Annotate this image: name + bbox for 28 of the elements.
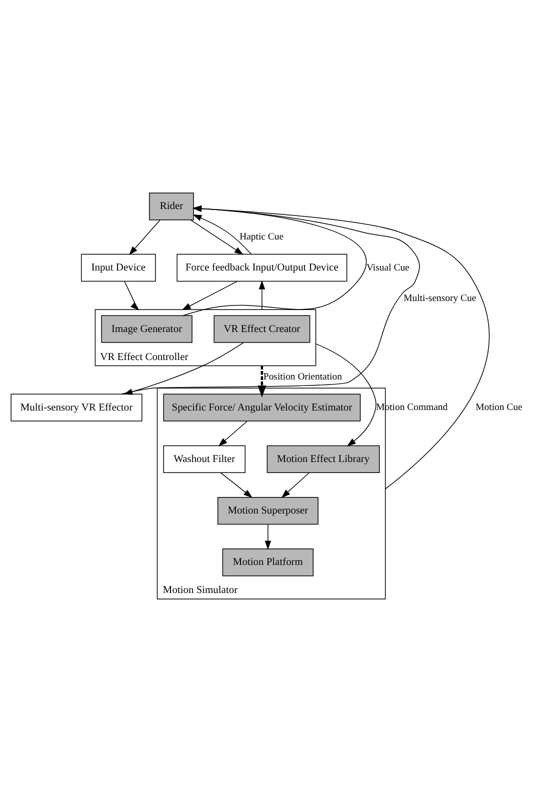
arrow <box>218 420 248 446</box>
arrow <box>220 472 253 498</box>
arrow <box>258 365 266 398</box>
node-box: Image Generator <box>101 314 192 342</box>
arrow <box>124 280 140 310</box>
edge-label: Haptic Cue <box>240 231 284 242</box>
node-box: Washout Filter <box>163 444 246 473</box>
arrow <box>281 472 310 498</box>
arrow <box>315 342 376 446</box>
node-box: VR Effect Creator <box>214 314 310 342</box>
edge-label: Motion Cue <box>476 402 522 413</box>
arrow <box>258 280 266 310</box>
arrow <box>182 280 238 310</box>
arrow <box>128 219 160 255</box>
edge-label: Visual Cue <box>366 262 410 273</box>
node-box: Specific Force/ Angular Velocity Estimator <box>163 393 361 421</box>
node-box: Rider <box>149 192 194 220</box>
node-box: Motion Effect Library <box>266 444 380 473</box>
arrow <box>264 524 272 550</box>
edge-label: Multi-sensory Cue <box>404 292 476 304</box>
edge-label: Position Orientation <box>263 370 342 382</box>
node-box: Multi-sensory VR Effector <box>10 393 142 421</box>
arrow <box>190 219 244 254</box>
node-box: Input Device <box>81 253 156 282</box>
node-box: Motion Superposer <box>217 496 318 524</box>
arrow <box>192 214 252 254</box>
node-box: Motion Platform <box>222 548 314 576</box>
node-box: Force feedback Input/Output Device <box>176 253 348 282</box>
